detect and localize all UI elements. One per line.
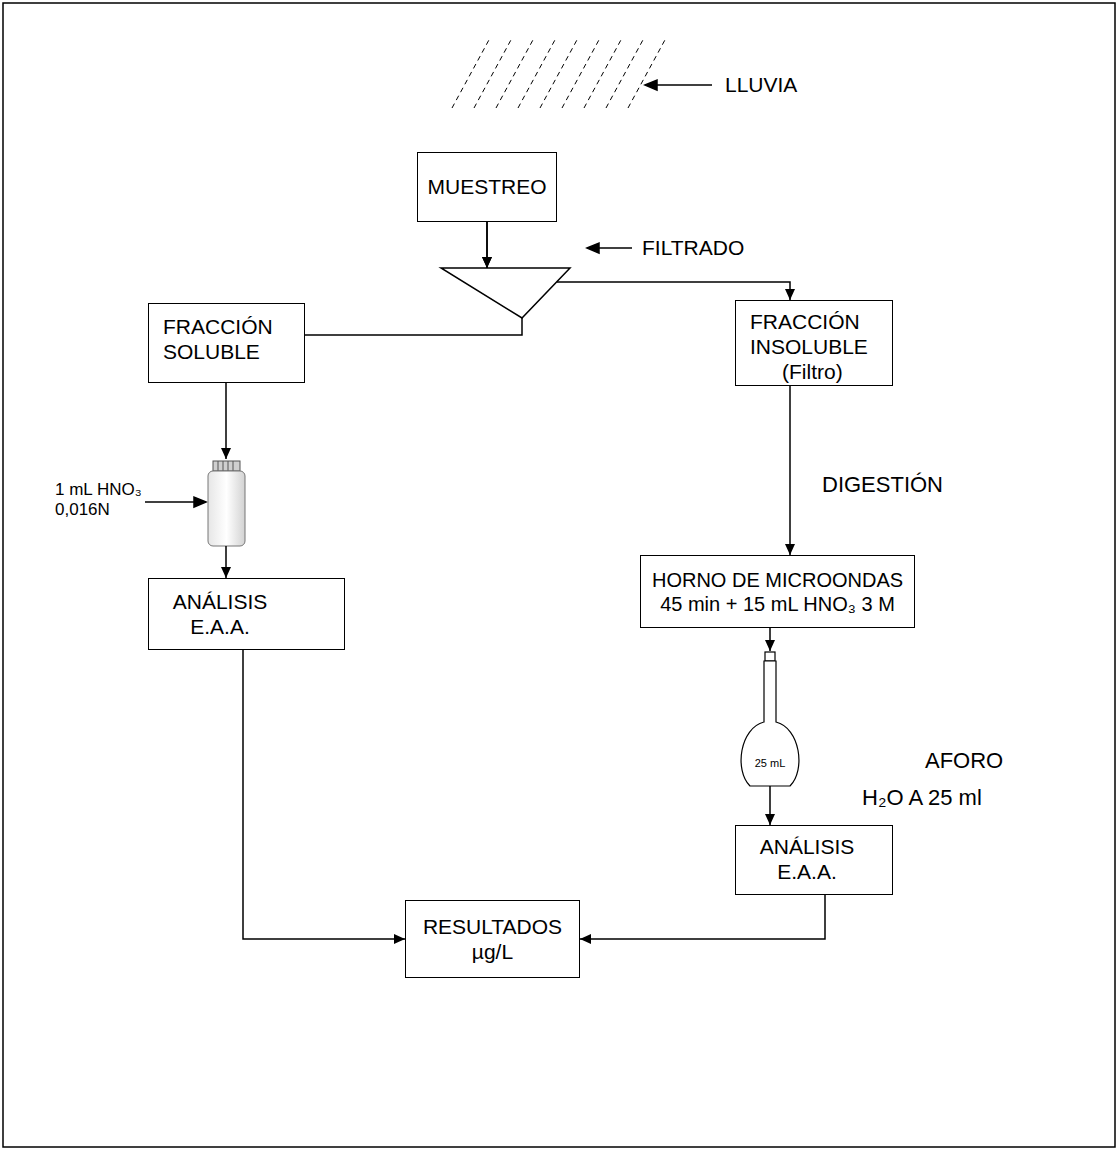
connector-line xyxy=(769,628,771,825)
box-text: ANÁLISIS E.A.A. xyxy=(161,589,279,639)
analysis-box: ANÁLISIS E.A.A. xyxy=(735,825,893,895)
result-box: RESULTADOS µg/L xyxy=(405,900,580,978)
process-box: MUESTREO xyxy=(417,152,557,222)
box-text: RESULTADOS µg/L xyxy=(415,914,570,964)
analysis-box: ANÁLISIS E.A.A. xyxy=(148,578,345,650)
arrow-head xyxy=(785,544,795,555)
box-text: HORNO DE MICROONDAS 45 min + 15 mL HNO₃ … xyxy=(647,568,909,616)
reagent-label: 1 mL HNO₃ 0,016N xyxy=(55,480,151,521)
arrow-head xyxy=(765,814,775,825)
step-label: FILTRADO xyxy=(642,235,744,260)
arrow-head xyxy=(785,289,795,300)
connector-line xyxy=(305,222,522,335)
arrow-head xyxy=(221,567,231,578)
flow-connector xyxy=(243,650,405,944)
step-label: DIGESTIÓN xyxy=(822,472,943,498)
connector-line xyxy=(487,222,790,300)
connector-line xyxy=(580,895,825,939)
box-subtext: (Filtro) xyxy=(782,359,872,384)
connector-line xyxy=(225,383,227,578)
fraction-box: FRACCIÓN INSOLUBLE(Filtro) xyxy=(735,300,893,386)
frame-border xyxy=(3,3,1115,1147)
flow-connector xyxy=(221,383,231,578)
box-text: MUESTREO xyxy=(425,174,549,199)
connector-line xyxy=(789,386,791,555)
box-text: ANÁLISIS E.A.A. xyxy=(748,834,866,884)
connector-line xyxy=(243,650,405,939)
arrow-head xyxy=(482,257,492,268)
flow-connector xyxy=(765,628,775,825)
digestion-box: HORNO DE MICROONDAS 45 min + 15 mL HNO₃ … xyxy=(640,555,915,628)
arrow-head xyxy=(765,640,775,651)
volumetric-flask xyxy=(741,652,799,786)
flow-connector xyxy=(580,895,825,944)
arrow-head xyxy=(580,934,591,944)
arrow-head xyxy=(482,257,492,268)
fraction-box: FRACCIÓN SOLUBLE xyxy=(148,303,305,383)
flow-connector xyxy=(305,222,522,335)
pointer-arrow xyxy=(145,80,712,507)
rain-label: LLUVIA xyxy=(725,72,797,97)
rain-lines xyxy=(452,38,666,108)
arrow-head xyxy=(394,934,405,944)
flow-connector xyxy=(482,222,795,300)
box-text: FRACCIÓN SOLUBLE xyxy=(163,314,288,364)
arrow-head xyxy=(221,448,231,459)
bottle xyxy=(208,461,245,546)
flask-volume: 25 mL xyxy=(751,757,789,770)
step-label: AFORO xyxy=(925,748,1003,774)
box-text: FRACCIÓN INSOLUBLE xyxy=(750,309,878,359)
funnel xyxy=(441,268,570,318)
flow-connector xyxy=(785,386,795,555)
step-label: H₂O A 25 ml xyxy=(862,785,982,811)
